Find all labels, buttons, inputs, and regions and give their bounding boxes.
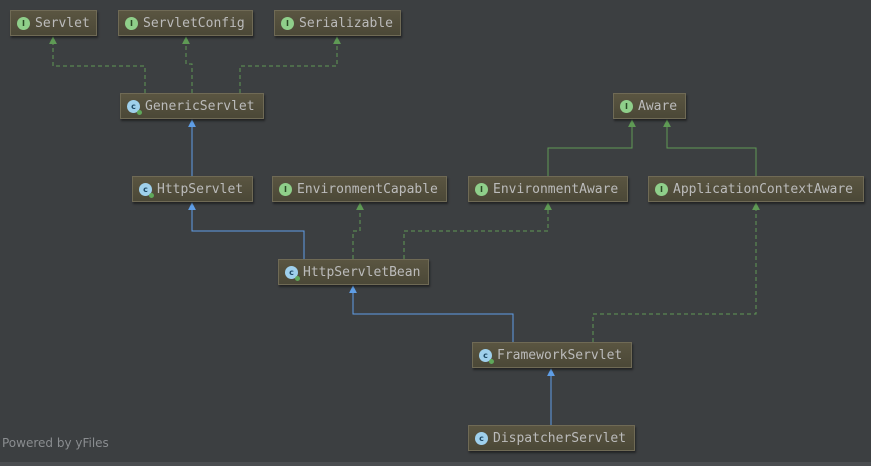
interface-icon: I <box>281 16 294 30</box>
class-name-label: ApplicationContextAware <box>673 181 854 197</box>
interface-icon: I <box>475 182 488 196</box>
interface-icon: I <box>17 16 30 30</box>
edge-frameworkservlet-extends-httpservletbean <box>349 285 514 342</box>
abstract-class-icon: c <box>479 348 494 364</box>
abstract-class-icon: c <box>139 182 154 198</box>
edge-httpservletbean-implements-environmentcapable <box>352 202 364 259</box>
class-name-label: DispatcherServlet <box>493 430 627 446</box>
edge-httpservletbean-implements-environmentaware <box>403 202 552 259</box>
edge-genericservlet-implements-servlet <box>49 36 146 93</box>
class-node-applicationcontextaware[interactable]: I ApplicationContextAware <box>648 176 864 202</box>
interface-icon: I <box>125 16 138 30</box>
class-node-servlet[interactable]: I Servlet <box>10 10 97 36</box>
class-name-label: Servlet <box>35 15 90 31</box>
edge-frameworkservlet-implements-applicationcontextaware <box>592 202 760 342</box>
class-name-label: FrameworkServlet <box>497 347 623 363</box>
class-node-servletconfig[interactable]: I ServletConfig <box>118 10 253 36</box>
class-icon: c <box>475 431 488 445</box>
edge-genericservlet-implements-serializable <box>239 36 341 93</box>
class-name-label: GenericServlet <box>145 98 255 114</box>
edge-httpservletbean-extends-httpservlet <box>188 202 305 259</box>
class-name-label: Aware <box>638 98 678 114</box>
bottom-scrollbar[interactable] <box>0 462 871 466</box>
class-node-aware[interactable]: I Aware <box>613 93 686 119</box>
abstract-class-icon: c <box>127 99 142 115</box>
class-node-environmentcapable[interactable]: I EnvironmentCapable <box>272 176 447 202</box>
yfiles-watermark: Powered by yFiles <box>2 436 109 450</box>
edge-genericservlet-implements-servletconfig <box>182 36 193 93</box>
interface-icon: I <box>655 182 668 196</box>
class-name-label: EnvironmentAware <box>493 181 619 197</box>
class-name-label: HttpServlet <box>157 181 244 197</box>
edge-applicationcontextaware-extends-interface-aware <box>663 119 757 176</box>
class-name-label: HttpServletBean <box>303 264 421 280</box>
interface-icon: I <box>279 182 292 196</box>
class-name-label: ServletConfig <box>143 15 245 31</box>
interface-icon: I <box>620 99 633 113</box>
class-node-dispatcherservlet[interactable]: c DispatcherServlet <box>468 425 635 451</box>
edge-environmentaware-extends-interface-aware <box>547 119 636 176</box>
class-name-label: Serializable <box>299 15 393 31</box>
class-node-environmentaware[interactable]: I EnvironmentAware <box>468 176 628 202</box>
class-node-serializable[interactable]: I Serializable <box>274 10 401 36</box>
abstract-class-icon: c <box>285 265 300 281</box>
class-name-label: EnvironmentCapable <box>297 181 438 197</box>
